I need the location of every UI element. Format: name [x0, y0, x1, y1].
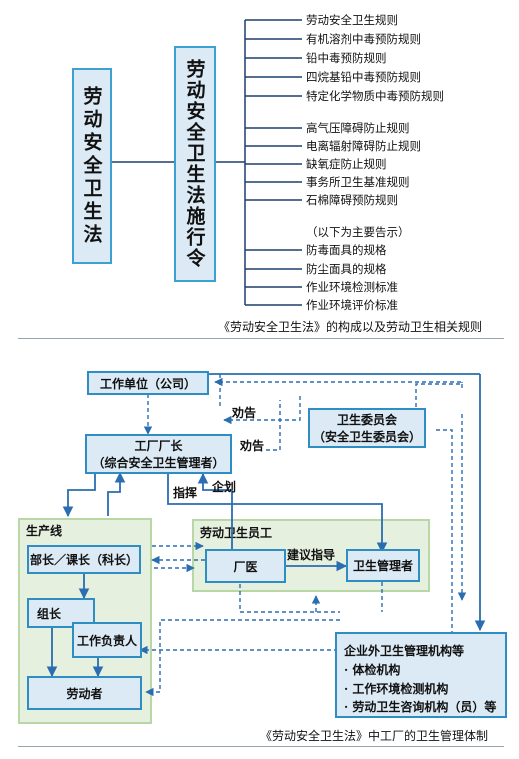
top-caption: 《劳动安全卫生法》的构成以及劳动卫生相关规则	[218, 320, 483, 334]
dept-head-label: 部长／课长（科长）	[29, 553, 138, 567]
rule-item: 缺氧症防止规则	[306, 157, 387, 171]
committee-title: 卫生委员会	[336, 413, 397, 427]
notice-heading: （以下为主要告示）	[306, 225, 410, 239]
rule-item: 高气压障碍防止规则	[306, 121, 410, 135]
team-leader-label: 组长	[36, 606, 61, 621]
rule-item: 特定化学物质中毒预防规则	[306, 89, 444, 103]
factory-head-subtitle: （综合安全卫生管理者）	[92, 456, 225, 470]
committee-subtitle: （安全卫生委员会）	[312, 430, 421, 444]
ordinance-box-label: 劳动安全卫生法施行令	[183, 59, 206, 269]
rule-item: 有机溶剂中毒预防规则	[306, 32, 421, 46]
company-label: 工作单位（公司）	[99, 376, 196, 391]
rule-item: 防尘面具的规格	[306, 262, 387, 276]
worker-box	[27, 676, 142, 710]
factory-head-box	[85, 434, 232, 474]
health-manager-box	[346, 549, 420, 582]
rule-item: 劳动安全卫生规则	[306, 13, 398, 27]
advise-label: 劝告	[232, 406, 257, 420]
committee-label: 卫生委员会 （安全卫生委员会）	[308, 408, 426, 448]
health-manager-label: 卫生管理者	[352, 559, 413, 573]
factory-head-title: 工厂厂长	[134, 439, 183, 453]
rule-item: 作业环境检测标准	[306, 280, 398, 294]
rule-item: 作业环境评价标准	[306, 298, 398, 312]
rule-item: 防毒面具的规格	[306, 243, 387, 257]
advise-label: 劝告	[240, 439, 265, 453]
work-leader-label: 工作负责人	[76, 633, 137, 648]
external-agency-item: · 工作环境检测机构	[344, 682, 449, 696]
health-staff-label: 劳动卫生员工	[200, 526, 273, 540]
production-line-label: 生产线	[26, 524, 63, 538]
external-agency-item: · 劳动卫生咨询机构（员）等	[344, 700, 497, 714]
factory-doctor-box	[205, 549, 286, 583]
law-box	[72, 68, 112, 264]
bottom-caption: 《劳动安全卫生法》中工厂的卫生管理体制	[260, 729, 489, 743]
dept-head-box	[27, 545, 141, 574]
rule-item: 石棉障碍预防规则	[306, 193, 398, 207]
ordinance-box	[174, 46, 216, 282]
work-leader-box	[72, 622, 142, 658]
rule-item: 电离辐射障碍防止规则	[306, 139, 421, 153]
external-agency-item: · 体检机构	[344, 663, 401, 677]
bottom-divider	[18, 746, 504, 747]
factory-doctor-label: 厂医	[233, 559, 258, 574]
external-agency-title: 企业外卫生管理机构等	[344, 644, 465, 658]
suggest-label: 建议指导	[287, 548, 336, 562]
top-divider	[18, 338, 504, 339]
factory-head-label: 工厂厂长 （综合安全卫生管理者）	[85, 434, 232, 474]
command-label: 指挥	[173, 486, 198, 500]
law-box-label: 劳动安全卫生法	[80, 85, 103, 247]
committee-box	[308, 408, 426, 448]
rule-item: 事务所卫生基准规则	[306, 175, 410, 189]
company-box	[87, 371, 209, 395]
rule-item: 四烷基铅中毒预防规则	[306, 70, 421, 84]
rule-item: 铅中毒预防规则	[306, 51, 387, 65]
worker-label: 劳动者	[66, 686, 103, 701]
external-agency-box	[335, 632, 507, 718]
plan-label: 企划	[212, 480, 237, 494]
